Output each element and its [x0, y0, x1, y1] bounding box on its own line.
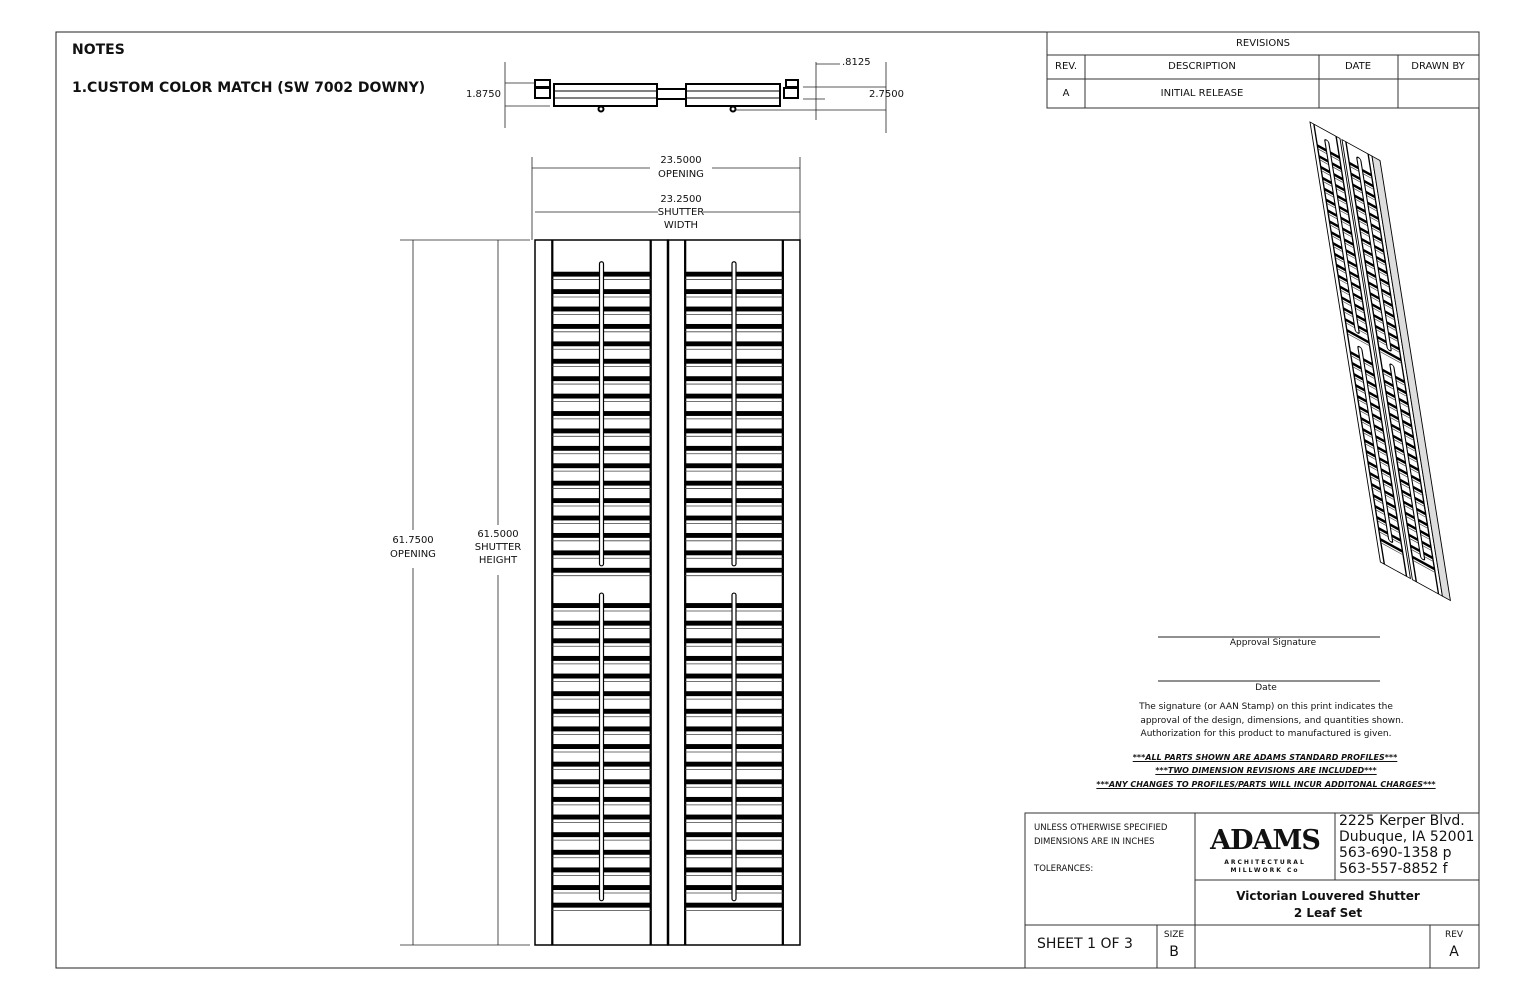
address-line: 2225 Kerper Blvd. — [1339, 813, 1465, 829]
louver — [1378, 346, 1402, 362]
warning-line: ***ALL PARTS SHOWN ARE ADAMS STANDARD PR… — [1132, 753, 1398, 762]
dim-opening-width-label: OPENING — [658, 169, 704, 180]
louver — [685, 567, 783, 573]
address-line: Dubuque, IA 52001 — [1339, 829, 1475, 845]
tilt-rod — [1356, 156, 1392, 352]
size-value: B — [1169, 944, 1179, 960]
sheet-number: SHEET 1 OF 3 — [1037, 936, 1133, 952]
approval-signature-label: Approval Signature — [1229, 638, 1317, 648]
tilt-rod — [598, 261, 605, 567]
tilt-rod — [598, 592, 605, 902]
dim-opening-width: 23.5000 — [660, 155, 702, 166]
dimension-lines — [400, 157, 801, 946]
tilt-rod — [731, 261, 737, 567]
size-label: SIZE — [1163, 930, 1185, 940]
tilt-rod — [1324, 139, 1360, 334]
stile-line — [1335, 135, 1408, 577]
revisions-title: REVISIONS — [1235, 38, 1291, 49]
logo-wordmark: ADAMS — [1210, 825, 1321, 856]
drawn-by-col-header: DRAWN BY — [1411, 61, 1465, 72]
revision-rev: A — [1062, 88, 1070, 99]
louver — [1412, 555, 1435, 571]
spec-line: DIMENSIONS ARE IN INCHES — [1034, 837, 1155, 847]
company-logo: ADAMS ARCHITECTURAL MILLWORK Co — [1197, 815, 1333, 878]
drawing-title: Victorian Louvered Shutter — [1236, 889, 1420, 903]
spec-line: UNLESS OTHERWISE SPECIFIED — [1034, 823, 1168, 833]
louver — [685, 902, 783, 908]
approval-statement-line: approval of the design, dimensions, and … — [1140, 716, 1404, 726]
tilt-rod — [1357, 345, 1394, 543]
date-label: Date — [1255, 683, 1277, 693]
address-line: 563-557-8852 f — [1339, 861, 1448, 877]
leaf-frame — [1309, 121, 1411, 580]
logo-line: ARCHITECTURAL — [1224, 859, 1306, 866]
dim-shutter-height: 61.5000 — [477, 529, 519, 540]
front-elevation — [534, 239, 801, 946]
note-item: 1.CUSTOM COLOR MATCH (SW 7002 DOWNY) — [72, 80, 426, 96]
drawing-subtitle: 2 Leaf Set — [1293, 906, 1363, 920]
dim-shutter-height-label2: HEIGHT — [478, 555, 518, 566]
revision-description: INITIAL RELEASE — [1160, 88, 1244, 99]
louver — [1346, 328, 1370, 344]
tolerances-label: TOLERANCES: — [1034, 864, 1094, 874]
notes-heading: NOTES — [72, 42, 125, 58]
rev-col-header: REV. — [1055, 61, 1077, 72]
dim-shutter-height-label1: SHUTTER — [474, 542, 522, 553]
address-line: 563-690-1358 p — [1339, 845, 1452, 861]
dim-left-depth: 1.8750 — [466, 89, 501, 100]
louver-edge — [1380, 542, 1404, 556]
rev-label: REV — [1444, 930, 1464, 940]
top-section-view — [534, 79, 799, 113]
dim-offset: .8125 — [842, 57, 871, 68]
dim-right-depth: 2.7500 — [869, 89, 904, 100]
warning-line: ***ANY CHANGES TO PROFILES/PARTS WILL IN… — [1096, 780, 1436, 789]
louver-edge — [1412, 559, 1436, 573]
approval-statement-line: The signature (or AAN Stamp) on this pri… — [1139, 702, 1393, 712]
stile-line — [1367, 153, 1440, 595]
warning-line: ***TWO DIMENSION REVISIONS ARE INCLUDED*… — [1155, 766, 1377, 775]
dim-opening-height-label: OPENING — [390, 549, 436, 560]
louver — [1380, 537, 1403, 554]
louver — [552, 567, 651, 573]
stile-line — [1313, 123, 1386, 565]
dim-shutter-width-label2: WIDTH — [663, 220, 699, 231]
louver — [552, 902, 651, 908]
revisions-table — [1046, 31, 1480, 109]
louver-edge — [1347, 333, 1370, 347]
top-view-dimension-lines — [504, 62, 887, 133]
sheet-border — [55, 31, 1480, 969]
logo-line: MILLWORK Co — [1230, 867, 1300, 874]
date-col-header: DATE — [1344, 61, 1372, 72]
rev-value: A — [1449, 944, 1459, 960]
approval-statement-line: Authorization for this product to manufa… — [1140, 729, 1392, 739]
stile-line — [1345, 141, 1418, 583]
dim-opening-height: 61.7500 — [392, 535, 434, 546]
isometric-view — [1309, 121, 1451, 602]
description-col-header: DESCRIPTION — [1168, 61, 1236, 72]
tilt-rod — [1389, 363, 1426, 561]
side-edge — [1371, 155, 1451, 602]
dim-shutter-width-label1: SHUTTER — [657, 207, 705, 218]
tilt-rod — [731, 592, 737, 902]
title-block-lines — [1024, 812, 1480, 969]
louver-edge — [1379, 350, 1402, 364]
dim-shutter-width: 23.2500 — [660, 194, 702, 205]
